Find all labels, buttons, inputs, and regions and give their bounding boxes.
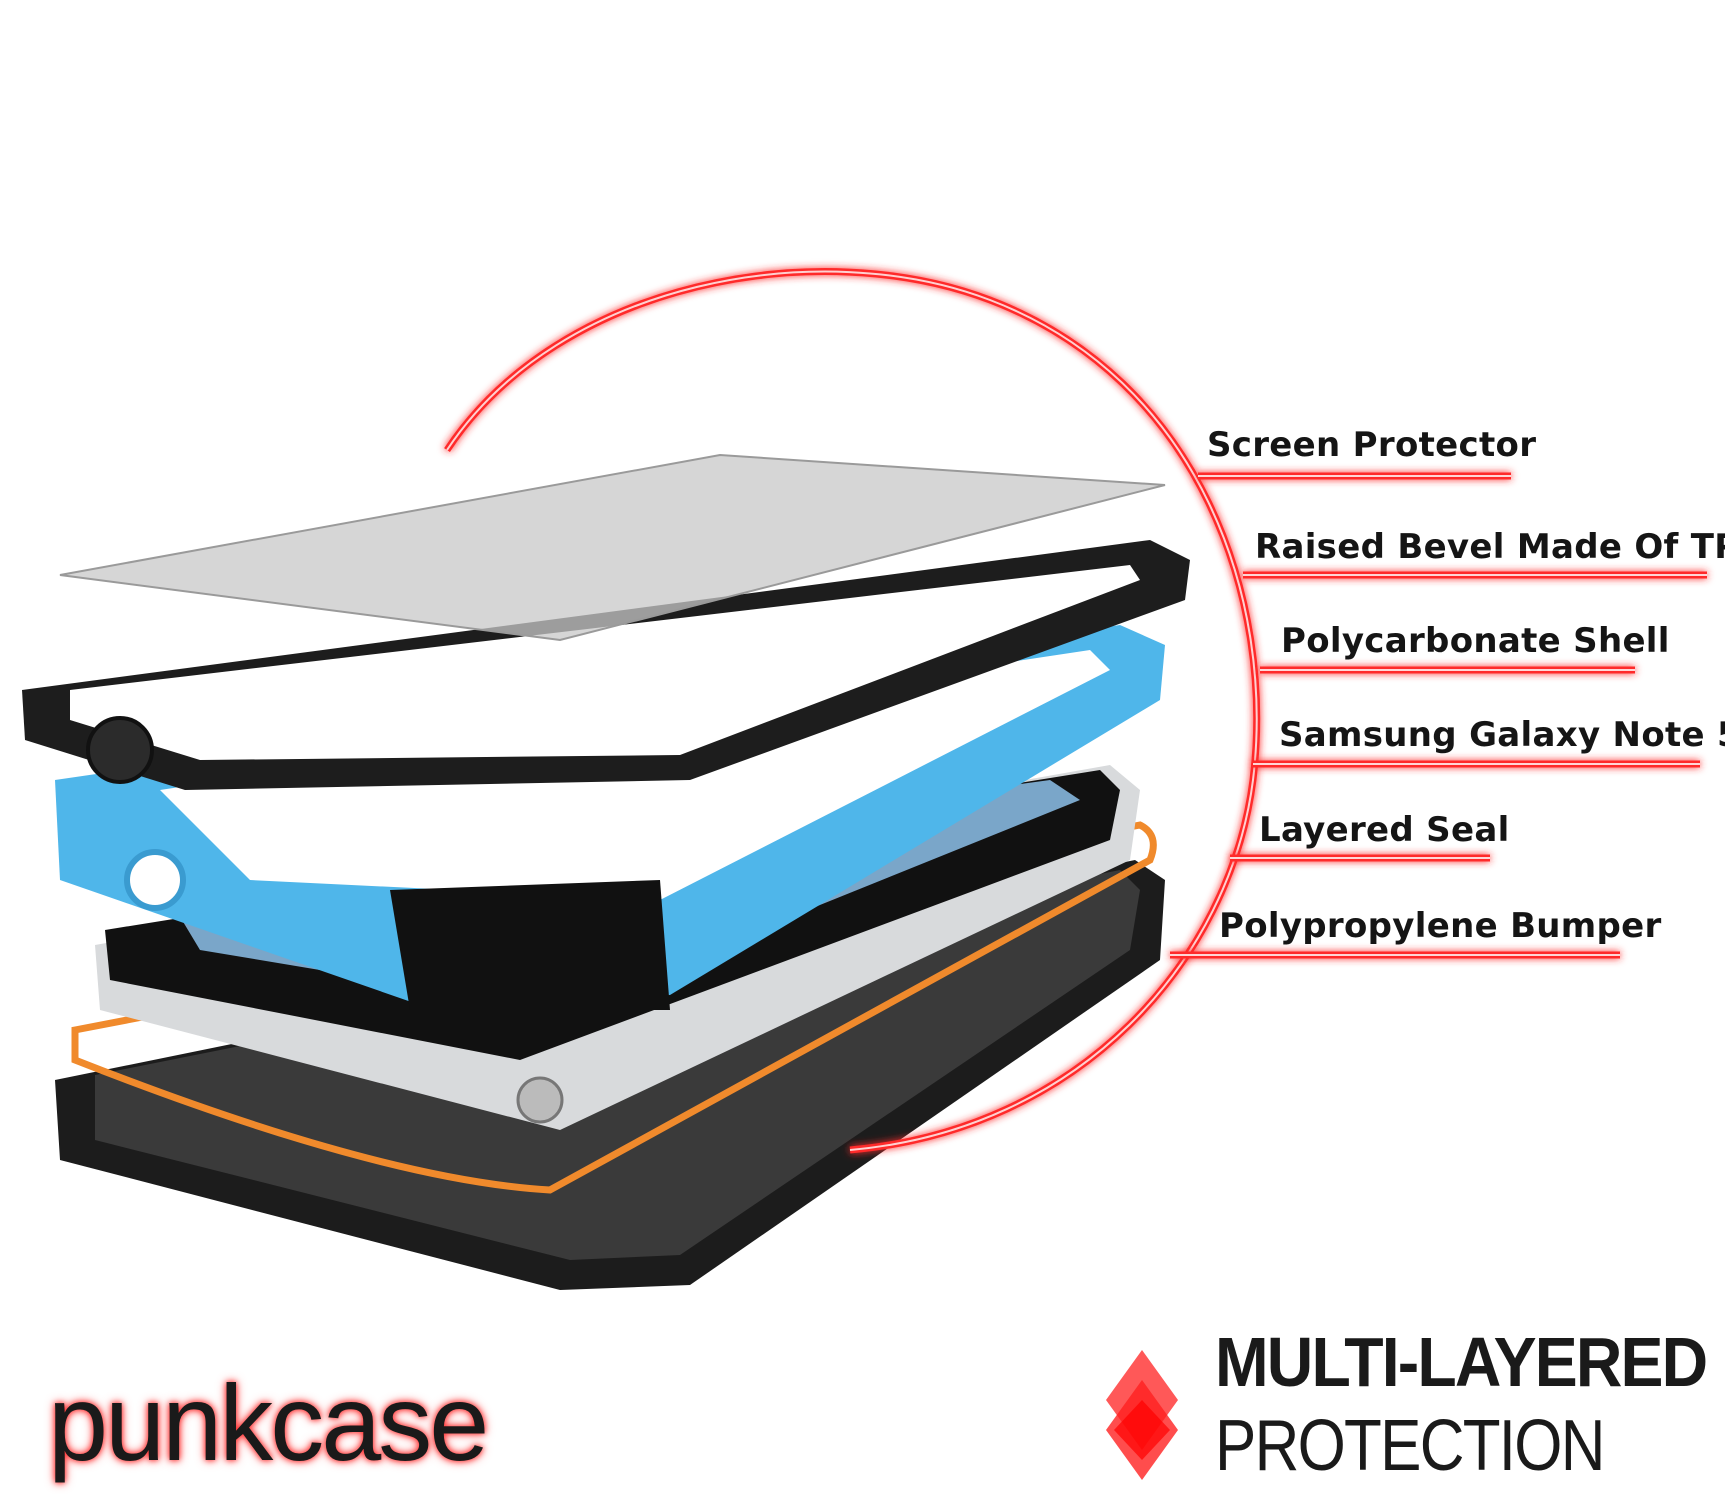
- callout-galaxy-note5: Samsung Galaxy Note 5: [1279, 715, 1725, 755]
- screen-protector: [59, 453, 1166, 642]
- callout-screen-protector: Screen Protector: [1207, 425, 1537, 465]
- callout-polypropylene-bumper: Polypropylene Bumper: [1219, 906, 1662, 946]
- callout-polycarbonate-shell: Polycarbonate Shell: [1281, 621, 1670, 661]
- layered-seal: [71, 821, 1157, 1194]
- punkcase-logo: punkcase: [48, 1362, 489, 1483]
- callout-layered-seal: Layered Seal: [1259, 810, 1510, 850]
- raised-bevel-tpu: [22, 540, 1190, 790]
- layers-diamond-icon: [1106, 1350, 1178, 1480]
- headline-line1: MULTI-LAYERED: [1215, 1323, 1708, 1401]
- headline-line2: PROTECTION: [1215, 1406, 1605, 1486]
- callout-raised-bevel: Raised Bevel Made Of TPU: [1255, 527, 1725, 567]
